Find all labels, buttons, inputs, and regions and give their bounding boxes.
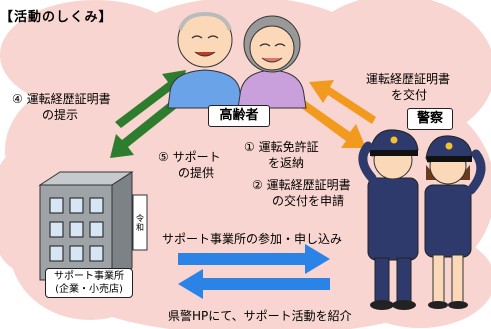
step4-line1: ④ 運転経歴証明書 bbox=[12, 92, 111, 106]
orange-arrow-to-elderly bbox=[309, 80, 376, 124]
issue-line1: 運転経歴証明書 bbox=[366, 72, 451, 86]
step4-line2: の提示 bbox=[42, 108, 79, 122]
step2-line2: の交付を申請 bbox=[272, 194, 345, 208]
orange-arrow-to-police bbox=[296, 97, 366, 148]
step1-line2: を返納 bbox=[268, 156, 305, 170]
building-illustration bbox=[38, 171, 148, 281]
police-officer-male-illustration bbox=[358, 129, 419, 310]
elderly-man-illustration bbox=[167, 11, 243, 109]
join-label: サポート事業所の参加・申し込み bbox=[162, 232, 343, 246]
store-label-line2: (企業・小売店) bbox=[55, 284, 123, 295]
introduce-label: 県警HPにて、サポート活動を紹介 bbox=[168, 309, 352, 323]
blue-arrow-right bbox=[178, 244, 330, 274]
green-arrow-up bbox=[115, 70, 186, 128]
step5-line2: の提供 bbox=[178, 166, 215, 180]
store-label: サポート事業所 (企業・小売店) bbox=[45, 268, 133, 298]
issue-line2: を交付 bbox=[391, 88, 428, 102]
police-label: 警察 bbox=[407, 108, 453, 130]
step2-line1: ② 運転経歴証明書 bbox=[252, 178, 351, 192]
blue-arrow-left bbox=[178, 269, 330, 299]
step1-line1: ① 運転免許証 bbox=[244, 140, 319, 154]
police-officer-female-illustration bbox=[424, 135, 486, 309]
green-arrow-down bbox=[110, 100, 178, 158]
diagram-title: 【活動のしくみ】 bbox=[0, 10, 113, 25]
store-label-line1: サポート事業所 bbox=[54, 271, 124, 282]
step5-line1: ⑤ サポート bbox=[158, 150, 221, 164]
store-sign: 令和 bbox=[136, 214, 144, 232]
elderly-woman-illustration bbox=[237, 15, 307, 109]
elderly-label: 高齢者 bbox=[208, 105, 270, 127]
